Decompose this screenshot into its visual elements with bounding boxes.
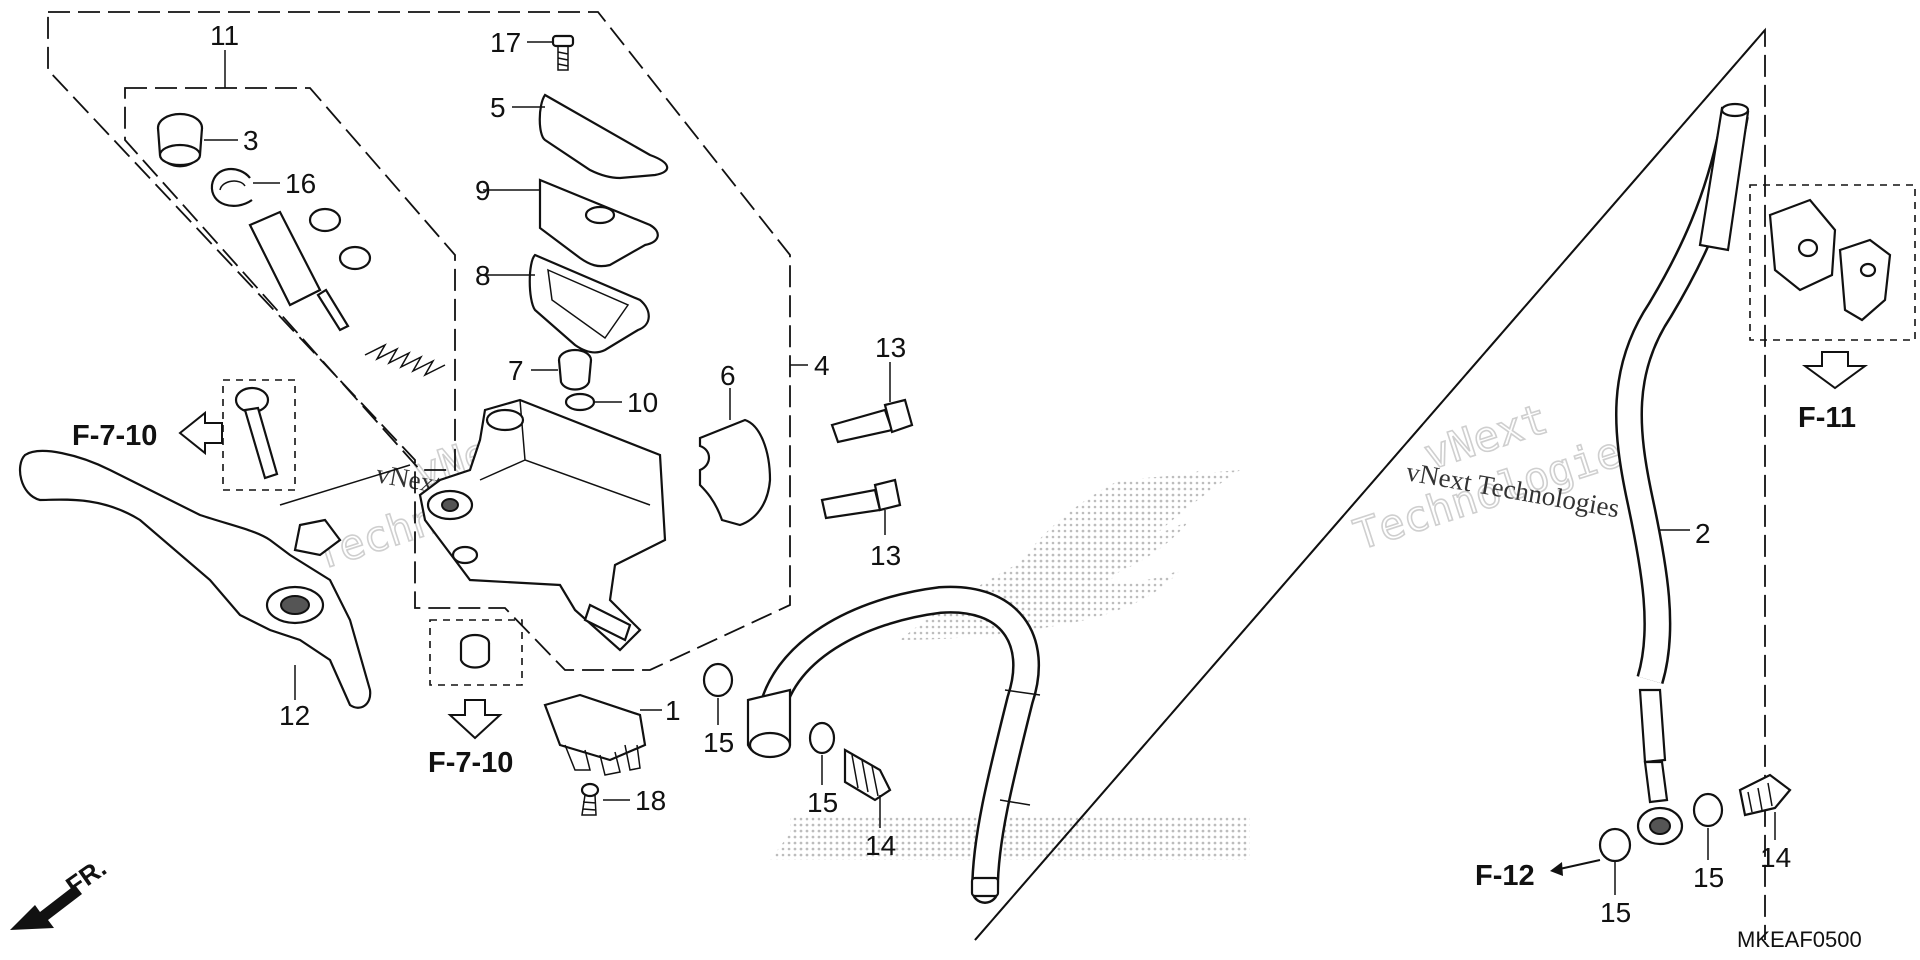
ref-arrow-f12-head bbox=[1550, 862, 1563, 876]
ref-f-12: F-12 bbox=[1475, 860, 1535, 892]
part-number-14b: 14 bbox=[1760, 842, 1791, 873]
part-number-15a: 15 bbox=[703, 727, 734, 758]
holder-bolt-lower bbox=[820, 478, 902, 520]
part-number-15c: 15 bbox=[1600, 897, 1631, 928]
piston-spring bbox=[364, 343, 446, 377]
part-number-9: 9 bbox=[475, 175, 491, 206]
brake-light-switch bbox=[543, 693, 647, 776]
lever-bolt-leader bbox=[279, 464, 411, 506]
bushing-box bbox=[429, 619, 523, 686]
ref-arrow-f12 bbox=[1554, 859, 1601, 871]
brake-hose-long bbox=[1615, 102, 1750, 846]
sealing-washer-2 bbox=[808, 721, 836, 755]
part-number-16: 16 bbox=[285, 168, 316, 199]
master-cylinder-holder bbox=[698, 418, 772, 527]
sealing-washer-3 bbox=[1598, 827, 1632, 863]
part-number-10: 10 bbox=[627, 387, 658, 418]
sealing-washer-1 bbox=[702, 662, 734, 698]
part-number-8: 8 bbox=[475, 260, 491, 291]
banjo-bolt-left bbox=[843, 748, 892, 802]
master-cylinder-body bbox=[418, 398, 667, 652]
reservoir-float bbox=[557, 348, 593, 391]
switch-screw bbox=[580, 782, 600, 816]
o-ring bbox=[564, 392, 596, 412]
part-number-1: 1 bbox=[665, 695, 681, 726]
part-number-6: 6 bbox=[720, 360, 736, 391]
part-number-12: 12 bbox=[279, 700, 310, 731]
hose-clamp-left bbox=[1768, 198, 1837, 292]
master-cylinder-group-outline bbox=[47, 11, 791, 671]
ref-arrow-f11 bbox=[1801, 351, 1869, 390]
watermark-right: vNext Technologies vNext Technologies bbox=[1347, 393, 1652, 560]
ref-f-7-10-bottom: F-7-10 bbox=[428, 747, 513, 779]
hose-clamp-right bbox=[1838, 238, 1892, 322]
ref-arrow-left bbox=[178, 410, 223, 456]
brake-lever bbox=[18, 449, 372, 709]
circlip bbox=[210, 168, 253, 207]
lever-pivot-bolt bbox=[234, 386, 279, 480]
piston bbox=[248, 207, 372, 332]
hose-clamp-box bbox=[1749, 184, 1916, 341]
brake-hose-short bbox=[746, 585, 1041, 904]
part-number-13b: 13 bbox=[870, 540, 901, 571]
part-number-18: 18 bbox=[635, 785, 666, 816]
part-number-2: 2 bbox=[1695, 518, 1711, 549]
ref-f-7-10-left: F-7-10 bbox=[72, 420, 157, 452]
hose-group-edge bbox=[974, 29, 1766, 941]
part-number-7: 7 bbox=[508, 355, 524, 386]
part-number-15b: 15 bbox=[807, 787, 838, 818]
reservoir-cap bbox=[538, 93, 669, 180]
bushing bbox=[459, 633, 491, 669]
part-number-14a: 14 bbox=[865, 830, 896, 861]
ref-f-11: F-11 bbox=[1798, 402, 1856, 434]
holder-bolt-upper bbox=[830, 398, 914, 444]
front-direction-arrow bbox=[10, 885, 82, 930]
piston-boot bbox=[156, 112, 204, 168]
part-number-15d: 15 bbox=[1693, 862, 1724, 893]
sealing-washer-4 bbox=[1692, 792, 1724, 828]
cap-screw bbox=[551, 34, 575, 71]
part-number-3: 3 bbox=[243, 125, 259, 156]
part-number-17: 17 bbox=[490, 27, 521, 58]
ref-arrow-down bbox=[447, 699, 503, 740]
piston-set-outline bbox=[124, 87, 456, 471]
part-number-4: 4 bbox=[814, 350, 830, 381]
part-number-11: 11 bbox=[210, 20, 239, 51]
diaphragm bbox=[528, 253, 650, 354]
diagram-code: MKEAF0500 bbox=[1737, 927, 1862, 952]
part-number-13a: 13 bbox=[875, 332, 906, 363]
part-number-5: 5 bbox=[490, 92, 506, 123]
banjo-bolt-right bbox=[1738, 773, 1792, 817]
